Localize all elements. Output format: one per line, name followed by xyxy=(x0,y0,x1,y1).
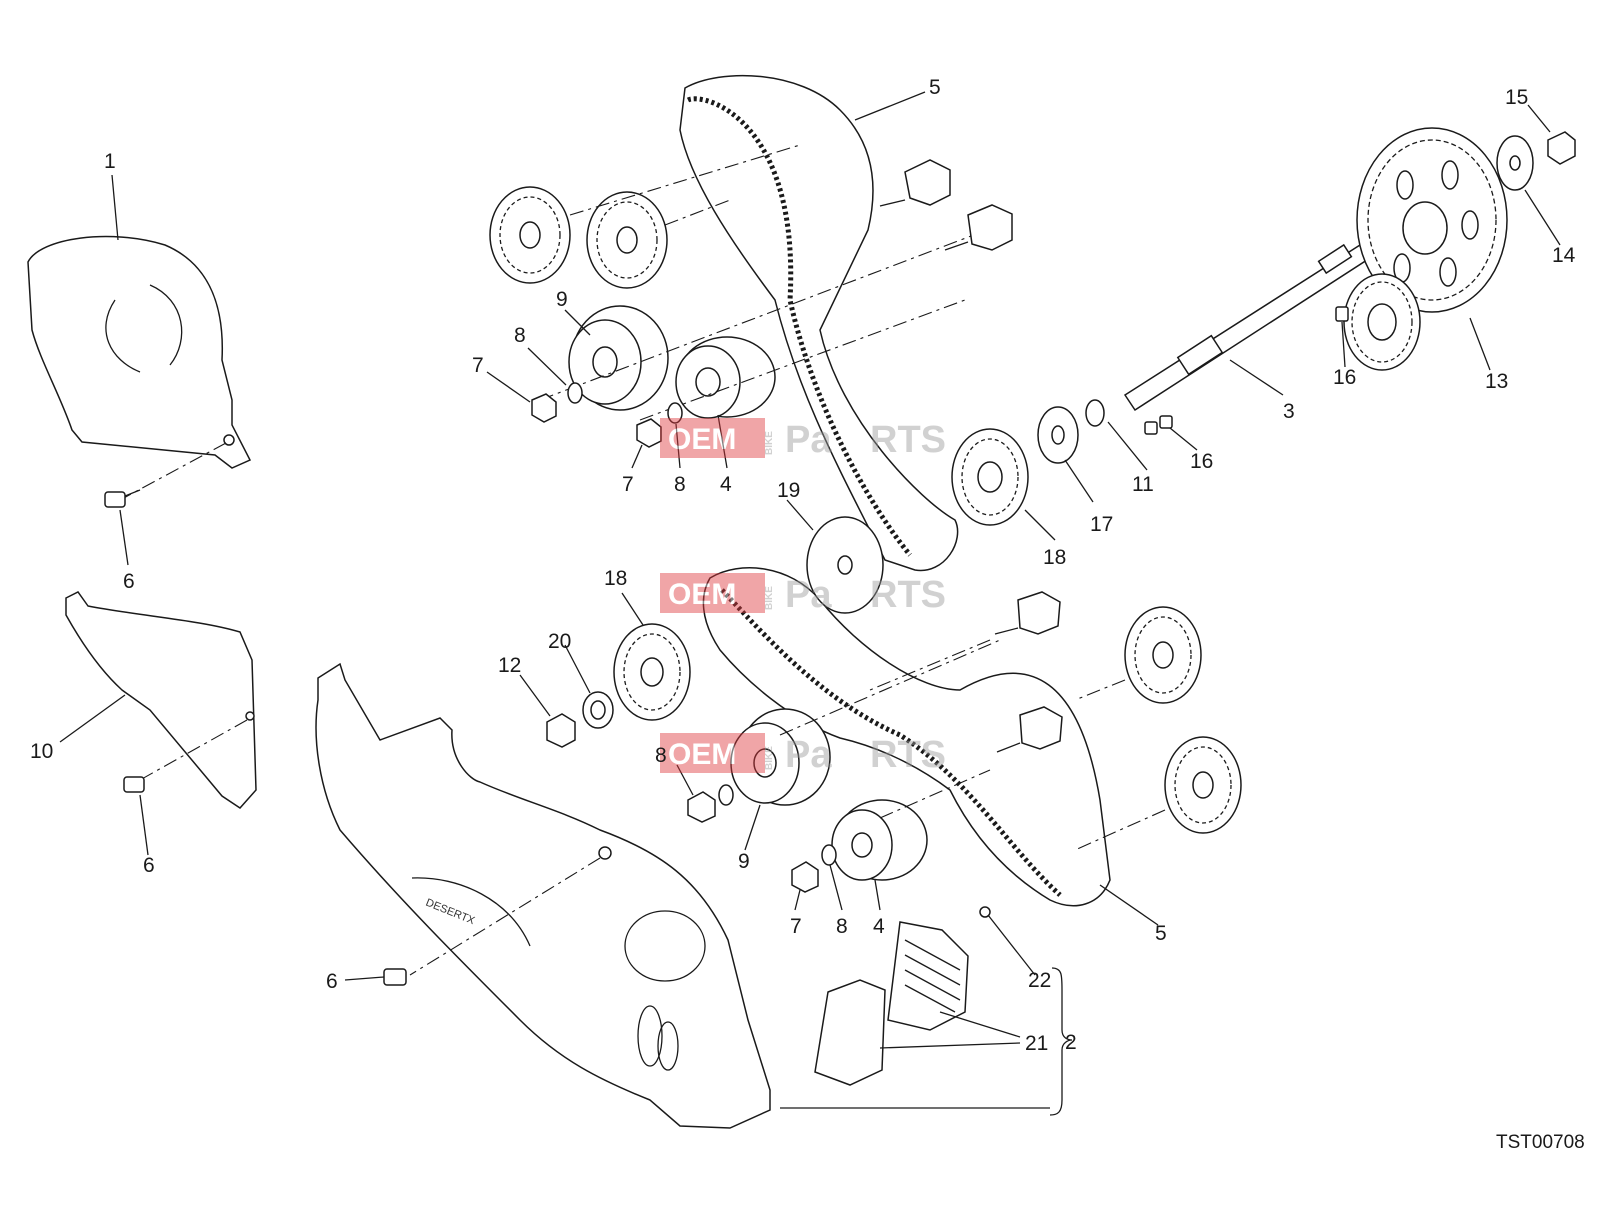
part-small-gear xyxy=(1343,273,1421,371)
watermark-right-text-b: RTS xyxy=(870,419,946,461)
part-front-belt-cover: DESERTX xyxy=(315,662,991,1129)
watermark-vertical-text: BIKE xyxy=(764,431,775,455)
watermark-left-text: OEM xyxy=(668,423,736,456)
part-idler-roller-upper xyxy=(675,336,776,419)
part-circlip-11 xyxy=(1085,399,1105,427)
callout-10: 10 xyxy=(30,740,53,763)
watermark-right-text-a: Pa xyxy=(785,574,832,616)
part-lower-bolts xyxy=(994,591,1063,753)
part-idler-roller-lower xyxy=(831,799,928,881)
callout-5-upper: 5 xyxy=(929,76,941,99)
callout-19: 19 xyxy=(777,479,800,502)
part-nut-12 xyxy=(546,713,576,748)
part-pulley-bolt-b xyxy=(944,204,1013,251)
part-large-gear xyxy=(1356,127,1508,313)
callout-6-c: 6 xyxy=(326,970,338,993)
callout-18-lower: 18 xyxy=(604,567,627,590)
callout-8-c: 8 xyxy=(655,744,667,767)
part-nut-15 xyxy=(1547,131,1576,165)
callout-7-a: 7 xyxy=(472,354,484,377)
part-camshaft-pulley-lower-a xyxy=(1124,606,1202,704)
part-drive-pulley-18-lower xyxy=(613,623,691,721)
part-camshaft-pulley-upper-b xyxy=(586,191,668,289)
callout-17: 17 xyxy=(1090,513,1113,536)
watermark-2: OEM BIKE Pa RTS xyxy=(660,573,946,616)
part-pulley-bolt-a xyxy=(879,159,951,207)
part-nut-upper-a xyxy=(531,382,583,423)
callout-9-a: 9 xyxy=(556,288,568,311)
callout-7-c: 7 xyxy=(790,915,802,938)
callout-12: 12 xyxy=(498,654,521,677)
part-washer-17 xyxy=(1037,406,1079,464)
callout-20: 20 xyxy=(548,630,571,653)
callout-11: 11 xyxy=(1132,473,1154,496)
part-drive-pulley-18-upper xyxy=(951,428,1029,526)
callout-14: 14 xyxy=(1552,244,1576,267)
callout-8-b: 8 xyxy=(674,473,686,496)
drawing-code: TST00708 xyxy=(1496,1132,1585,1153)
part-upper-timing-belt xyxy=(679,74,959,572)
callout-16-b: 16 xyxy=(1190,450,1213,473)
callout-15: 15 xyxy=(1505,86,1528,109)
watermark-right-text-b: RTS xyxy=(870,734,946,776)
part-camshaft-pulley-lower-b xyxy=(1164,736,1242,834)
part-rear-belt-cover xyxy=(27,235,252,508)
part-tensioner-roller-lower xyxy=(730,708,831,806)
callout-3: 3 xyxy=(1283,400,1295,423)
part-camshaft-pulley-upper-a xyxy=(489,186,571,284)
part-washer-14 xyxy=(1496,135,1534,191)
callout-22: 22 xyxy=(1028,969,1051,992)
callout-13: 13 xyxy=(1485,370,1508,393)
part-nuts-lower xyxy=(687,784,837,893)
callout-2: 2 xyxy=(1065,1031,1077,1054)
part-lower-rear-cover xyxy=(65,591,257,809)
watermark-vertical-text: BIKE xyxy=(764,586,775,610)
callout-16-a: 16 xyxy=(1333,366,1356,389)
callout-4-lower: 4 xyxy=(873,915,885,938)
watermark-vertical-text: BIKE xyxy=(764,746,775,770)
callout-labels: 1 2 3 4 4 5 5 6 6 6 7 7 7 8 8 8 8 9 9 10… xyxy=(30,76,1576,1055)
leader-lines xyxy=(59,91,1561,1116)
callout-4-upper: 4 xyxy=(720,473,732,496)
part-tensioner-roller-upper xyxy=(568,305,669,411)
part-nut-upper-b xyxy=(636,402,683,448)
callout-21: 21 xyxy=(1025,1032,1048,1055)
watermark-3: OEM BIKE Pa RTS xyxy=(660,733,946,776)
callout-1: 1 xyxy=(104,150,116,173)
part-lower-timing-belt xyxy=(702,567,1111,907)
callout-6-a: 6 xyxy=(123,570,135,593)
part-disc-19 xyxy=(806,516,884,614)
watermark-left-text: OEM xyxy=(668,578,736,611)
callout-18-upper: 18 xyxy=(1043,546,1066,569)
callout-8-a: 8 xyxy=(514,324,526,347)
callout-7-b: 7 xyxy=(622,473,634,496)
callout-5-lower: 5 xyxy=(1155,922,1167,945)
watermark-left-text: OEM xyxy=(668,738,736,771)
part-keys-16 xyxy=(1144,306,1349,435)
callout-6-b: 6 xyxy=(143,854,155,877)
part-spacer-20 xyxy=(582,691,614,729)
watermark-right-text-a: Pa xyxy=(785,734,832,776)
watermark-right-text-a: Pa xyxy=(785,419,832,461)
callout-9-b: 9 xyxy=(738,850,750,873)
callout-8-d: 8 xyxy=(836,915,848,938)
watermark-1: OEM BIKE Pa RTS xyxy=(660,418,946,461)
watermark-right-text-b: RTS xyxy=(870,574,946,616)
